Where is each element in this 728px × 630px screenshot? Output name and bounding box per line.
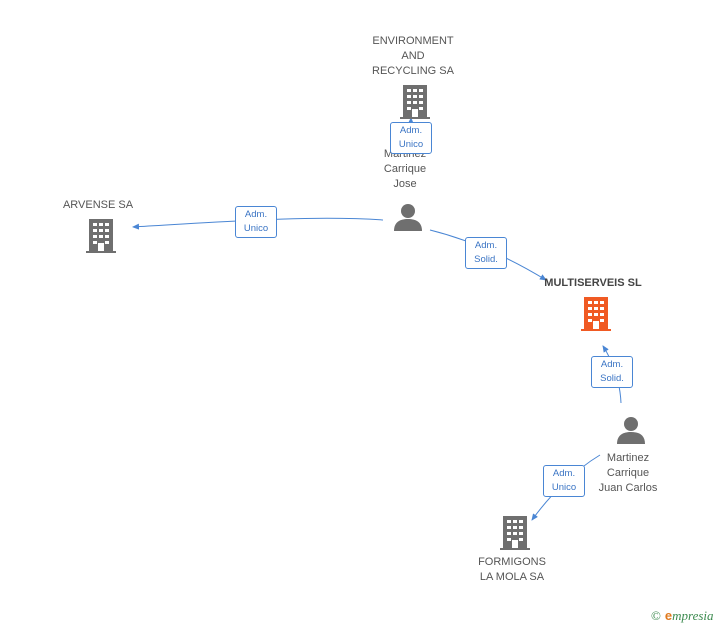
person-icon xyxy=(394,204,422,231)
node-martinez-carrique-juan-carlos[interactable]: Martinez Carrique Juan Carlos xyxy=(578,451,678,496)
brand-name: mpresia xyxy=(672,608,714,623)
copyright-symbol: © xyxy=(651,608,661,623)
building-icon xyxy=(500,516,530,550)
edge-label-adm-unico[interactable]: Adm. Unico xyxy=(543,465,585,497)
node-label: ENVIRONMENT AND RECYCLING SA xyxy=(372,35,454,77)
building-icon xyxy=(581,297,611,331)
node-label: FORMIGONS LA MOLA SA xyxy=(478,556,546,583)
empresia-logo: ©empresia xyxy=(651,608,714,624)
building-icon xyxy=(86,219,116,253)
edge-label-adm-solid[interactable]: Adm. Solid. xyxy=(465,237,507,269)
edge-label-adm-unico[interactable]: Adm. Unico xyxy=(235,206,277,238)
node-label: MULTISERVEIS SL xyxy=(544,277,642,289)
node-arvense[interactable]: ARVENSE SA xyxy=(48,198,148,213)
node-label: Martinez Carrique Juan Carlos xyxy=(598,452,658,494)
building-icon xyxy=(400,85,430,119)
node-label: ARVENSE SA xyxy=(62,199,134,211)
node-multiserveis[interactable]: MULTISERVEIS SL xyxy=(533,276,653,291)
edge-label-adm-solid[interactable]: Adm. Solid. xyxy=(591,356,633,388)
node-formigons-la-mola[interactable]: FORMIGONS LA MOLA SA xyxy=(462,555,562,585)
node-environment-and-recycling[interactable]: ENVIRONMENT AND RECYCLING SA xyxy=(363,34,463,79)
edge-label-adm-unico[interactable]: Adm. Unico xyxy=(390,122,432,154)
person-icon xyxy=(617,417,645,444)
brand-initial: e xyxy=(664,608,673,623)
